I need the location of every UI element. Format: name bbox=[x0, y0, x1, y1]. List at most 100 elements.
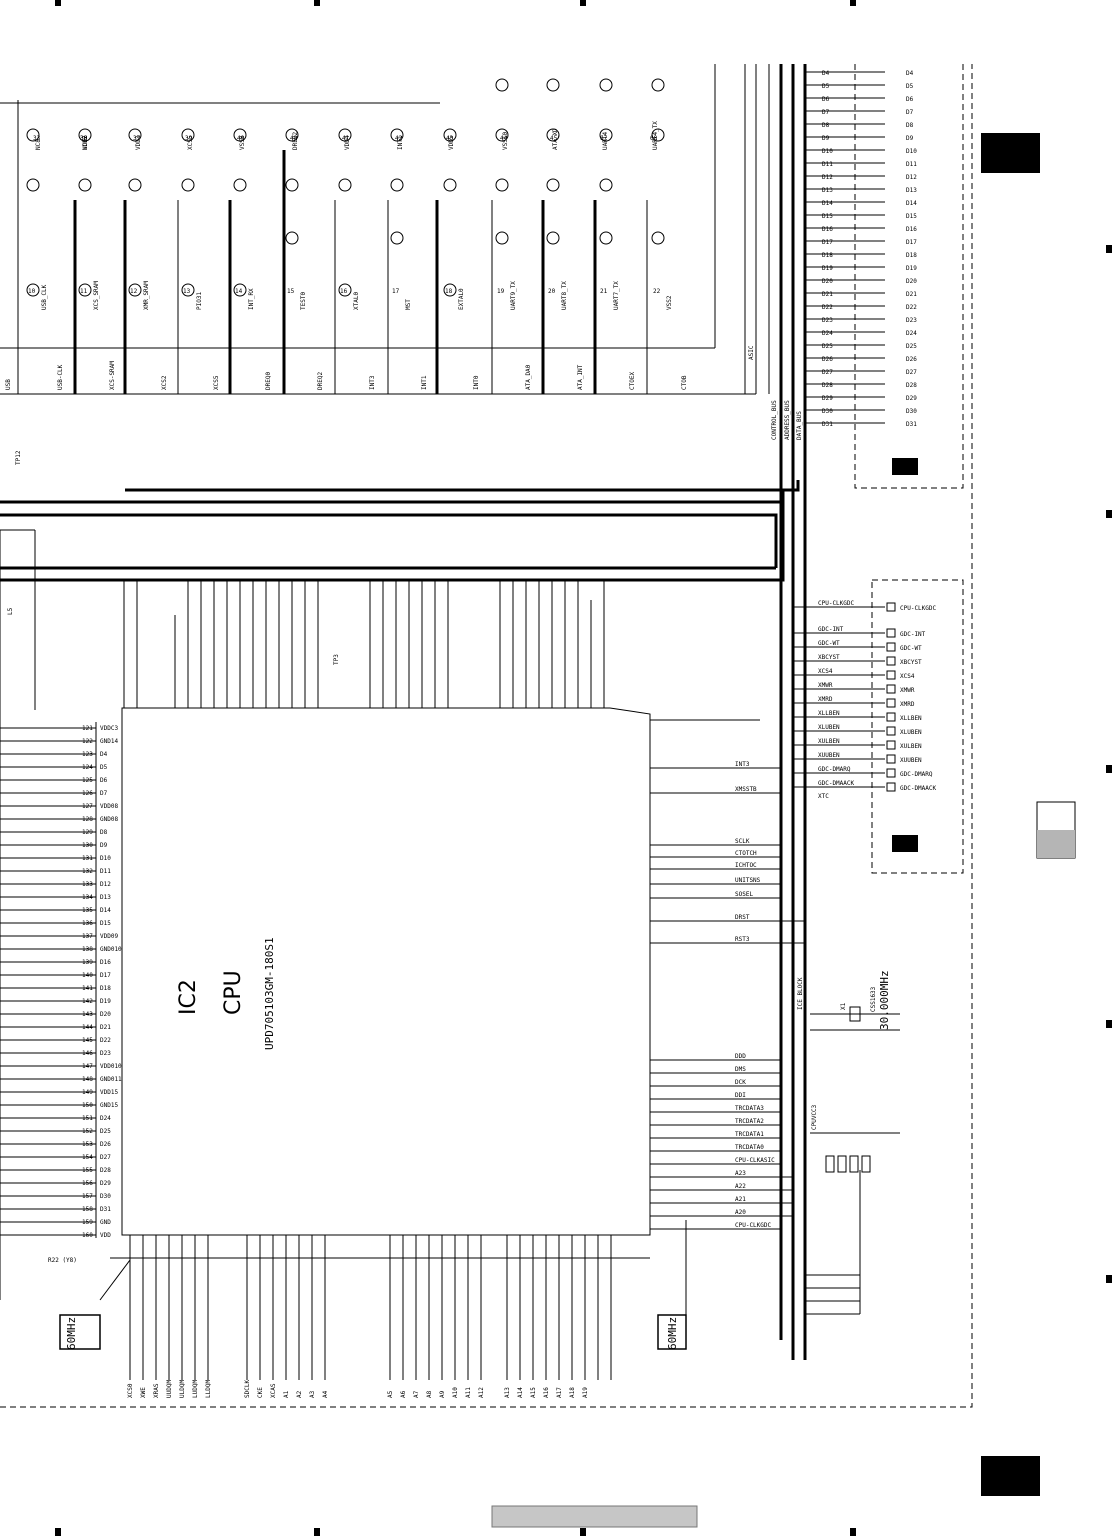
top-pin-num: 43 bbox=[446, 135, 454, 142]
cpu-left-pin-num: 147 bbox=[82, 1063, 93, 1070]
top-pin-name: XCS5 bbox=[187, 135, 194, 150]
data-port-label: D30 bbox=[906, 408, 917, 415]
cpu-left-pin-name: D7 bbox=[100, 790, 108, 797]
asic-signal-label: CTOEX bbox=[629, 372, 636, 390]
cpu-left-pin-name: D28 bbox=[100, 1167, 111, 1174]
control-line-label: XTC bbox=[818, 793, 829, 800]
bottom-signal-label: A5 bbox=[387, 1390, 394, 1398]
data-port-label: D8 bbox=[906, 122, 914, 129]
top-pin-num: 42 bbox=[395, 135, 403, 142]
asic-signal-label: INT3 bbox=[369, 375, 376, 390]
bottom-signal-label: A16 bbox=[543, 1387, 550, 1398]
cpu-left-pin-num: 124 bbox=[82, 764, 93, 771]
bus-address: ADDRESS_BUS bbox=[784, 400, 791, 440]
cpu-left-pin-num: 151 bbox=[82, 1115, 93, 1122]
cpu-left-pin-name: GND08 bbox=[100, 816, 118, 823]
cpu-right-signal: RST3 bbox=[735, 936, 750, 943]
cpu-left-pin-name: D20 bbox=[100, 1011, 111, 1018]
cpu-left-pin-num: 133 bbox=[82, 881, 93, 888]
block-ice: ICE BLOCK bbox=[797, 977, 804, 1010]
cpu-left-pin-name: GND15 bbox=[100, 1102, 118, 1109]
data-line-label: D12 bbox=[822, 174, 833, 181]
chip-ref: IC2 bbox=[176, 979, 201, 1015]
cpu-left-pin-num: 148 bbox=[82, 1076, 93, 1083]
data-port-label: D24 bbox=[906, 330, 917, 337]
bottom-signal-label: A15 bbox=[530, 1387, 537, 1398]
cpu-left-pin-name: D15 bbox=[100, 920, 111, 927]
bottom-signal-label: UUDQM bbox=[166, 1380, 173, 1398]
mid-pin-name: MST bbox=[405, 299, 412, 310]
control-line-label: GDC-DMAACK bbox=[818, 780, 855, 787]
data-port-label: D23 bbox=[906, 317, 917, 324]
asic-signal-label: XCS-SRAM bbox=[109, 361, 116, 390]
cpu-left-pin-name: GND bbox=[100, 1219, 111, 1226]
cpu-left-pin-name: D26 bbox=[100, 1141, 111, 1148]
cpu-left-pin-name: D22 bbox=[100, 1037, 111, 1044]
bottom-signal-label: A19 bbox=[582, 1387, 589, 1398]
top-pin-num: 45 bbox=[550, 135, 558, 142]
ref-r22-label: R22 (Y8) bbox=[48, 1257, 77, 1264]
cpu-left-pin-num: 141 bbox=[82, 985, 93, 992]
cpu-left-pin-num: 129 bbox=[82, 829, 93, 836]
data-port-label: D28 bbox=[906, 382, 917, 389]
chip-part: UPD705103GM-180S1 bbox=[263, 937, 276, 1050]
data-line-label: D21 bbox=[822, 291, 833, 298]
data-port-label: D21 bbox=[906, 291, 917, 298]
cpu-left-pin-name: GND010 bbox=[100, 946, 122, 953]
data-port-label: D15 bbox=[906, 213, 917, 220]
cpu-left-pin-num: 123 bbox=[82, 751, 93, 758]
bottom-signal-label: SDCLK bbox=[244, 1380, 251, 1398]
top-pin-name: NC6 bbox=[82, 139, 89, 150]
mid-pin-name: INT_RX bbox=[248, 288, 255, 310]
cpu-left-pin-num: 135 bbox=[82, 907, 93, 914]
mid-pin-name: UART9_TX bbox=[510, 281, 517, 310]
control-line-label: XULBEN bbox=[818, 738, 840, 745]
data-line-label: D30 bbox=[822, 408, 833, 415]
mid-pin-name: PIO31 bbox=[196, 292, 203, 310]
bottom-signal-label: XRAS bbox=[153, 1383, 160, 1398]
asic-signal-label: USB-CLK bbox=[57, 364, 64, 390]
data-line-label: D16 bbox=[822, 226, 833, 233]
top-pin-num: 39 bbox=[185, 135, 193, 142]
top-pin-num: 41 bbox=[342, 135, 350, 142]
cpu-right-signal: DMS bbox=[735, 1066, 746, 1073]
data-line-label: D20 bbox=[822, 278, 833, 285]
top-pin-name: VDD5 bbox=[448, 135, 455, 150]
data-line-label: D29 bbox=[822, 395, 833, 402]
data-port-label: D4 bbox=[906, 70, 914, 77]
mid-pin-name: TEST0 bbox=[300, 292, 307, 310]
cpu-right-signal: SOSEL bbox=[735, 891, 753, 898]
data-line-label: D6 bbox=[822, 96, 830, 103]
cpu-left-pin-num: 153 bbox=[82, 1141, 93, 1148]
data-line-label: D23 bbox=[822, 317, 833, 324]
data-line-label: D10 bbox=[822, 148, 833, 155]
top-pin-name: NC8 bbox=[35, 139, 42, 150]
cpu-left-pin-num: 140 bbox=[82, 972, 93, 979]
control-port-label: GDC-DMARQ bbox=[900, 771, 933, 778]
cpu-right-signal: TRCDATA1 bbox=[735, 1131, 764, 1138]
cpu-left-pin-num: 150 bbox=[82, 1102, 93, 1109]
cpu-left-pin-name: D23 bbox=[100, 1050, 111, 1057]
cpu-left-pin-name: D31 bbox=[100, 1206, 111, 1213]
osc-freq-right: 60MHz bbox=[666, 1317, 679, 1350]
mid-pin-num: 18 bbox=[445, 288, 453, 295]
cpu-left-pin-name: D21 bbox=[100, 1024, 111, 1031]
asic-signal-label: CTOB bbox=[681, 375, 688, 390]
cpu-right-signal: DCK bbox=[735, 1079, 746, 1086]
cpu-left-pin-num: 137 bbox=[82, 933, 93, 940]
top-pin-name: VDD2 bbox=[82, 135, 89, 150]
cpu-left-pin-name: D11 bbox=[100, 868, 111, 875]
mid-pin-num: 15 bbox=[287, 288, 295, 295]
mid-pin-num: 20 bbox=[548, 288, 556, 295]
cpu-left-pin-num: 156 bbox=[82, 1180, 93, 1187]
cpu-left-pin-num: 142 bbox=[82, 998, 93, 1005]
top-pin-name: DREQ2 bbox=[292, 132, 299, 150]
bottom-signal-label: A6 bbox=[400, 1390, 407, 1398]
control-port-label: GDC-INT bbox=[900, 631, 926, 638]
asic-signal-label: ATA_INT bbox=[577, 364, 584, 390]
control-port-label: XLUBEN bbox=[900, 729, 922, 736]
data-port-label: D6 bbox=[906, 96, 914, 103]
data-port-label: D17 bbox=[906, 239, 917, 246]
data-line-label: D31 bbox=[822, 421, 833, 428]
